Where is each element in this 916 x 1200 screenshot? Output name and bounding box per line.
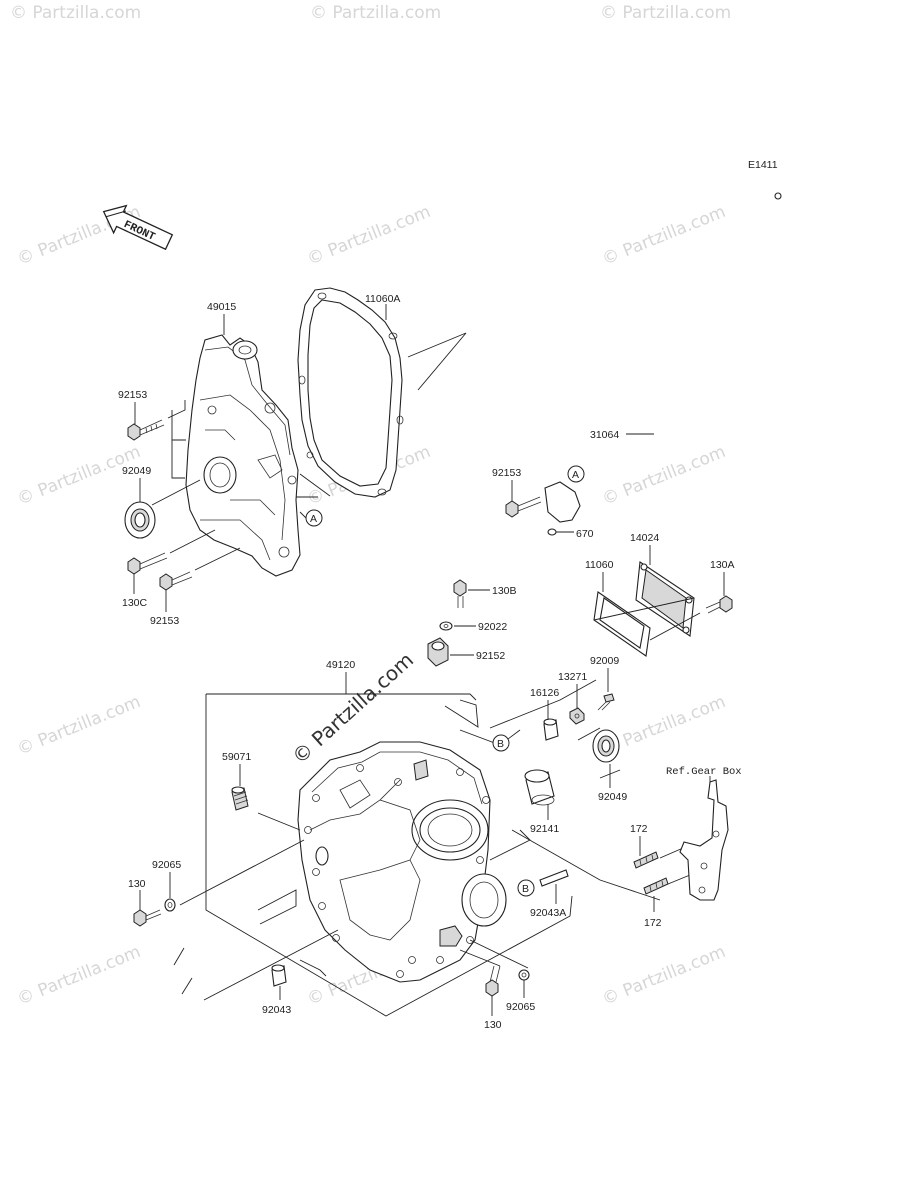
oil-seal-92049-right (592, 729, 620, 763)
diagram-code: E1411 (748, 159, 778, 171)
bracket-gear-box (679, 779, 729, 901)
cover-49015 (185, 334, 301, 577)
part-label-92065-lower: 92065 (506, 1001, 535, 1013)
part-label-13271: 13271 (558, 671, 587, 683)
callout-A: A (310, 513, 317, 525)
washer-92065-left (164, 898, 176, 912)
part-label-92153-lower: 92153 (150, 615, 179, 627)
washer-92022 (439, 621, 453, 631)
part-label-92022: 92022 (478, 621, 507, 633)
part-label-130-left: 130 (128, 878, 146, 890)
watermark: © Partzilla.com (599, 942, 728, 1010)
part-label-130-lower: 130 (484, 1019, 502, 1031)
stud-172-upper (633, 851, 659, 869)
bolt-92153-upper (127, 419, 165, 441)
pin-16126 (543, 718, 559, 741)
watermark: © Partzilla.com (10, 3, 141, 23)
breather-59071 (231, 786, 249, 811)
part-label-92049-right: 92049 (598, 791, 627, 803)
oil-seal-92049-upper (124, 501, 156, 539)
part-label-92049: 92049 (122, 465, 151, 477)
part-label-670: 670 (576, 528, 594, 540)
part-label-31064: 31064 (590, 429, 619, 441)
part-label-49120: 49120 (326, 659, 355, 671)
gasket-11060A (297, 287, 404, 498)
part-label-172-lower: 172 (644, 917, 662, 929)
part-label-92009: 92009 (590, 655, 619, 667)
cover-14024 (635, 561, 695, 637)
part-label-130C: 130C (122, 597, 148, 609)
screw-92009 (597, 693, 615, 711)
ref-label: Ref.Gear Box (666, 766, 742, 778)
part-label-16126: 16126 (530, 687, 559, 699)
watermark: © Partzilla.com (304, 202, 433, 270)
part-label-92043: 92043 (262, 1004, 291, 1016)
crankcase-49120 (297, 741, 507, 983)
part-label-130B: 130B (492, 585, 517, 597)
bolt-130A (705, 595, 733, 614)
callout-B: B (497, 738, 504, 750)
part-label-11060: 11060 (585, 559, 614, 571)
washer-92065-lower (518, 969, 530, 981)
part-label-92153: 92153 (118, 389, 147, 401)
part-label-92043A: 92043A (530, 907, 566, 919)
part-label-92065-left: 92065 (152, 859, 181, 871)
part-label-92152: 92152 (476, 650, 505, 662)
watermark: © Partzilla.com (14, 692, 143, 760)
dipstick-tube-31064 (544, 192, 782, 523)
part-label-92153-tube: 92153 (492, 467, 521, 479)
pin-92043A (539, 869, 569, 887)
gasket-11060 (593, 591, 651, 657)
part-label-130A: 130A (710, 559, 735, 571)
part-label-11060A: 11060A (365, 293, 400, 305)
bushing-92141 (524, 769, 555, 806)
bolt-92153-tube (505, 496, 542, 518)
part-label-14024: 14024 (630, 532, 659, 544)
bolt-130-lower (485, 965, 501, 997)
part-label-59071: 59071 (222, 751, 251, 763)
watermark: © Partzilla.com (14, 942, 143, 1010)
watermark: © Partzilla.com (599, 202, 728, 270)
watermark: © Partzilla.com (310, 3, 441, 23)
part-label-49015: 49015 (207, 301, 236, 313)
watermark: © Partzilla.com (600, 3, 731, 23)
plug-92152 (427, 637, 449, 667)
stud-172-lower (643, 877, 669, 895)
bolt-130C (127, 552, 168, 575)
o-ring-670 (547, 528, 557, 536)
callout-A-tube: A (572, 469, 579, 481)
part-label-92141: 92141 (530, 823, 559, 835)
callout-B-lower: B (522, 883, 529, 895)
part-label-172-upper: 172 (630, 823, 648, 835)
pin-92043 (271, 964, 287, 987)
bolt-92153-lower (159, 571, 193, 591)
nut-13271 (569, 707, 585, 725)
bolt-130B (453, 579, 467, 608)
bolt-130-left (133, 909, 162, 927)
